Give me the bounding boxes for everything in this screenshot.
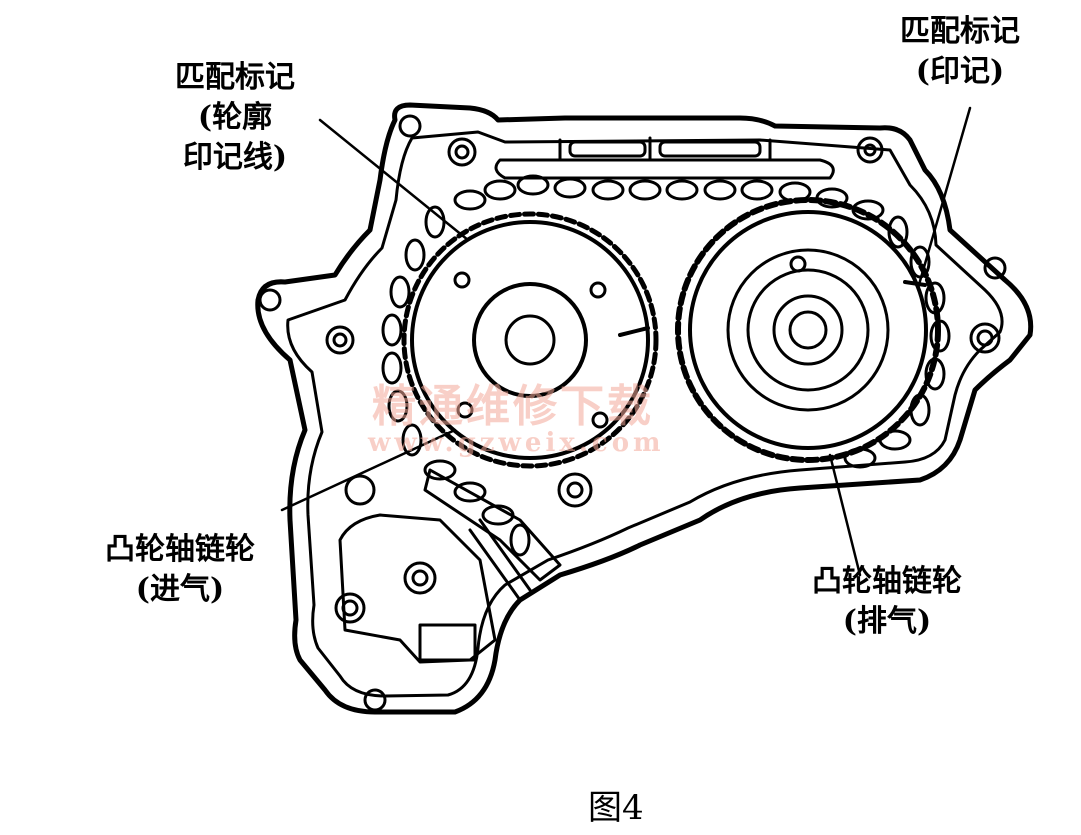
exhaust-timing-mark <box>903 280 927 287</box>
intake-sprocket-label: 凸轮轴链轮 (进气) <box>105 530 255 610</box>
exhaust-match-mark-line2: (印记) <box>915 54 1005 89</box>
watermark-chinese: 精通维修下载 <box>372 381 654 432</box>
exhaust-sprocket-line2: (排气) <box>842 604 932 639</box>
intake-match-mark-line1: 匹配标记 <box>175 60 295 95</box>
intake-sprocket-line2: (进气) <box>135 572 225 607</box>
cover-bolt-holes <box>258 114 1007 712</box>
intake-timing-mark <box>618 326 650 337</box>
intake-sprocket-line1: 凸轮轴链轮 <box>105 532 255 567</box>
intake-match-mark-line3: 印记线) <box>182 140 288 175</box>
figure-caption: 图4 <box>588 788 644 828</box>
exhaust-sprocket-line1: 凸轮轴链轮 <box>812 564 962 599</box>
leader-lines <box>280 106 972 577</box>
intake-match-mark-label: 匹配标记 (轮廓 印记线) <box>175 58 295 178</box>
cover-outer-outline <box>255 102 1034 715</box>
watermark-url: www.gzweix.com <box>368 428 665 458</box>
exhaust-camshaft-sprocket <box>675 197 941 463</box>
exhaust-match-mark-line1: 匹配标记 <box>900 14 1020 49</box>
chain-tensioner <box>338 468 593 664</box>
upper-chain-guide <box>494 136 835 180</box>
intake-camshaft-sprocket <box>401 211 659 469</box>
exhaust-match-mark-label: 匹配标记 (印记) <box>900 12 1020 92</box>
exhaust-sprocket-label: 凸轮轴链轮 (排气) <box>812 562 962 642</box>
intake-match-mark-line2: (轮廓 <box>197 100 273 135</box>
